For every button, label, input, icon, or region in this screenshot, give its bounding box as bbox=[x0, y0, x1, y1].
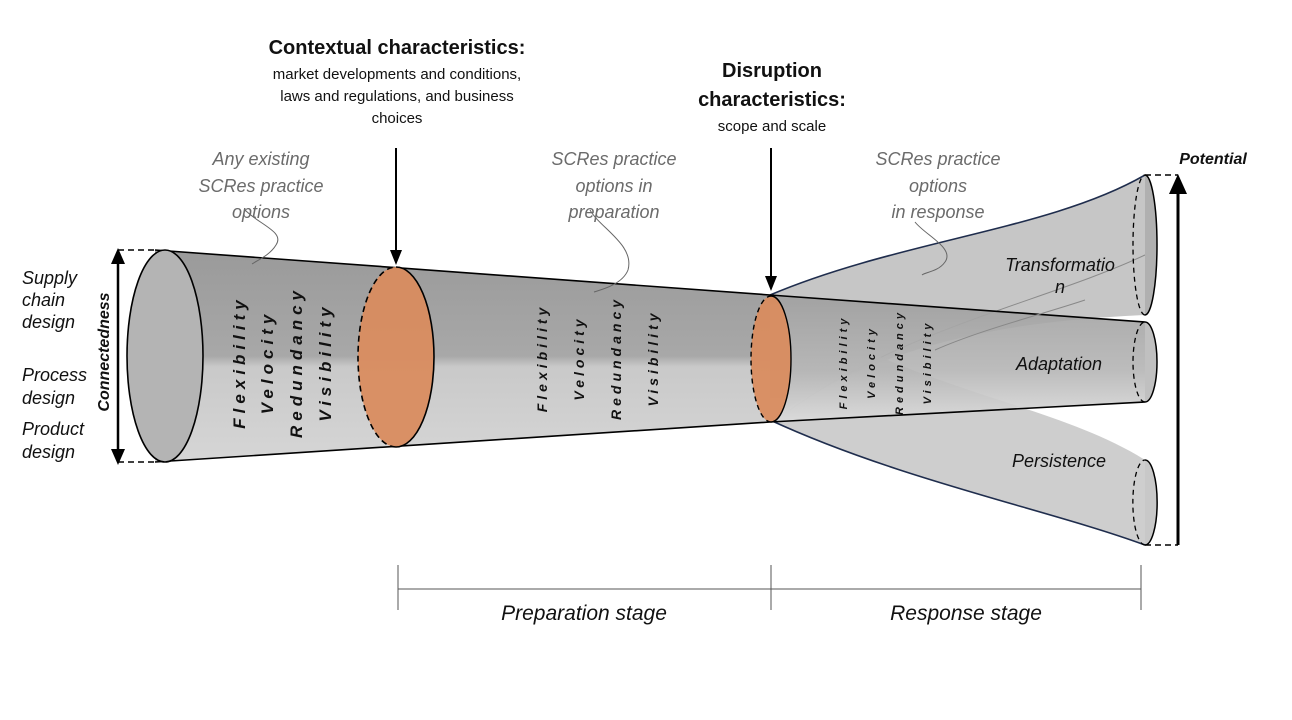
practice-velocity-3: Velocity bbox=[866, 325, 878, 399]
practice-flexibility-2: Flexibility bbox=[534, 304, 550, 413]
practice-velocity-2: Velocity bbox=[571, 315, 587, 400]
practice-flexibility-3: Flexibility bbox=[838, 315, 850, 410]
contextual-title: Contextual characteristics: bbox=[269, 37, 526, 59]
stage-response: Response stage bbox=[890, 602, 1042, 625]
callout-preparation-3: preparation bbox=[567, 202, 659, 222]
practice-visibility-2: Visibility bbox=[645, 309, 661, 406]
callout-existing-2: SCRes practice bbox=[198, 176, 323, 196]
practice-visibility-3: Visibility bbox=[922, 320, 934, 405]
practice-redundancy-2: Redundancy bbox=[608, 296, 624, 420]
adaptation-tube bbox=[770, 295, 1145, 422]
label-connectedness: Connectedness bbox=[96, 292, 113, 411]
label-supply-chain-2: chain bbox=[22, 290, 65, 310]
disruption-title-2: characteristics: bbox=[698, 89, 846, 111]
callout-existing-3: options bbox=[232, 202, 290, 222]
label-potential: Potential bbox=[1179, 151, 1247, 168]
practice-redundancy-1: Redundancy bbox=[287, 286, 306, 438]
callout-preparation-1: SCRes practice bbox=[551, 149, 676, 169]
preparation-ellipse bbox=[358, 267, 434, 447]
callout-preparation-2: options in bbox=[575, 176, 652, 196]
callout-response-2: options bbox=[909, 176, 967, 196]
transformation-end bbox=[1132, 174, 1158, 316]
contextual-line-3: choices bbox=[372, 110, 423, 127]
callout-response-1: SCRes practice bbox=[875, 149, 1000, 169]
stage-preparation: Preparation stage bbox=[501, 602, 667, 625]
practice-redundancy-3: Redundancy bbox=[894, 309, 906, 415]
outcome-transformation-2: n bbox=[1055, 277, 1065, 297]
persistence-end bbox=[1132, 459, 1158, 546]
outcome-persistence: Persistence bbox=[1012, 451, 1106, 471]
label-process-1: Process bbox=[22, 365, 87, 385]
callout-existing-1: Any existing bbox=[211, 149, 309, 169]
practice-flexibility-1: Flexibility bbox=[230, 295, 249, 428]
practice-visibility-1: Visibility bbox=[316, 302, 335, 421]
callout-response-3: in response bbox=[891, 202, 984, 222]
contextual-line-1: market developments and conditions, bbox=[273, 66, 521, 83]
label-product-2: design bbox=[22, 442, 75, 462]
label-process-2: design bbox=[22, 388, 75, 408]
contextual-line-2: laws and regulations, and business bbox=[280, 88, 513, 105]
transformation-branch-edge bbox=[769, 174, 1146, 296]
practice-velocity-1: Velocity bbox=[258, 310, 277, 415]
label-product-1: Product bbox=[22, 419, 85, 439]
label-supply-chain-3: design bbox=[22, 312, 75, 332]
label-supply-chain-1: Supply bbox=[22, 268, 78, 288]
left-end-ellipse bbox=[126, 249, 204, 463]
disruption-ellipse bbox=[751, 296, 791, 422]
disruption-sub: scope and scale bbox=[718, 118, 826, 135]
main-cone bbox=[155, 250, 770, 462]
outcome-adaptation: Adaptation bbox=[1015, 354, 1102, 374]
stage-scale bbox=[397, 565, 1142, 610]
outcome-transformation-1: Transformatio bbox=[1005, 255, 1115, 275]
persistence-branch-edge bbox=[769, 419, 1146, 546]
disruption-title-1: Disruption bbox=[722, 60, 822, 82]
adaptation-end bbox=[1132, 321, 1158, 403]
